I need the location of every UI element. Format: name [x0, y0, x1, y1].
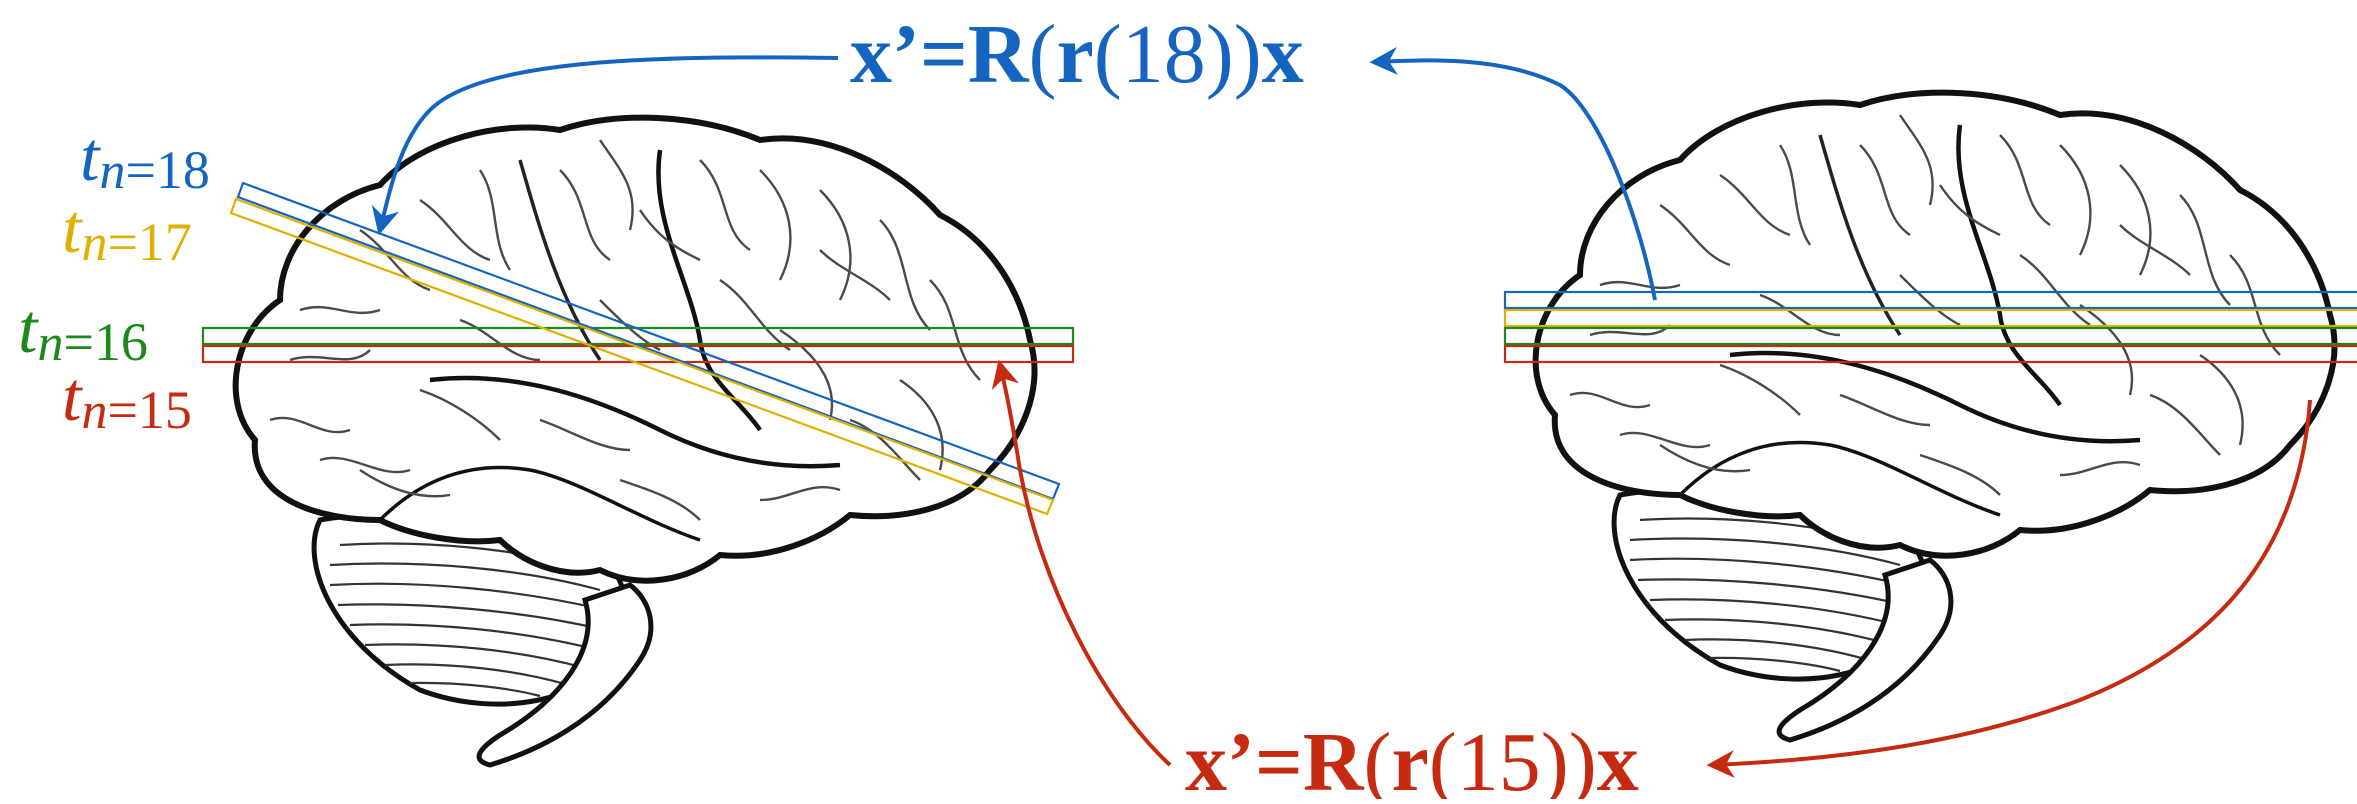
svg-text:tn=18: tn=18: [80, 119, 210, 200]
svg-text:tn=16: tn=16: [18, 291, 148, 372]
slice-label-16: tn=16: [18, 291, 148, 372]
slice-label-18: tn=18: [80, 119, 210, 200]
brain-left-icon: [236, 118, 1035, 765]
equation-bottom: x’=R(r(15))x: [1185, 716, 1639, 799]
arrow-red-bottom-to-left: [1000, 365, 1170, 765]
equation-top: x’=R(r(18))x: [850, 8, 1304, 101]
svg-text:tn=17: tn=17: [62, 191, 192, 272]
slice-label-17: tn=17: [62, 191, 192, 272]
brain-right-icon: [1536, 93, 2335, 740]
